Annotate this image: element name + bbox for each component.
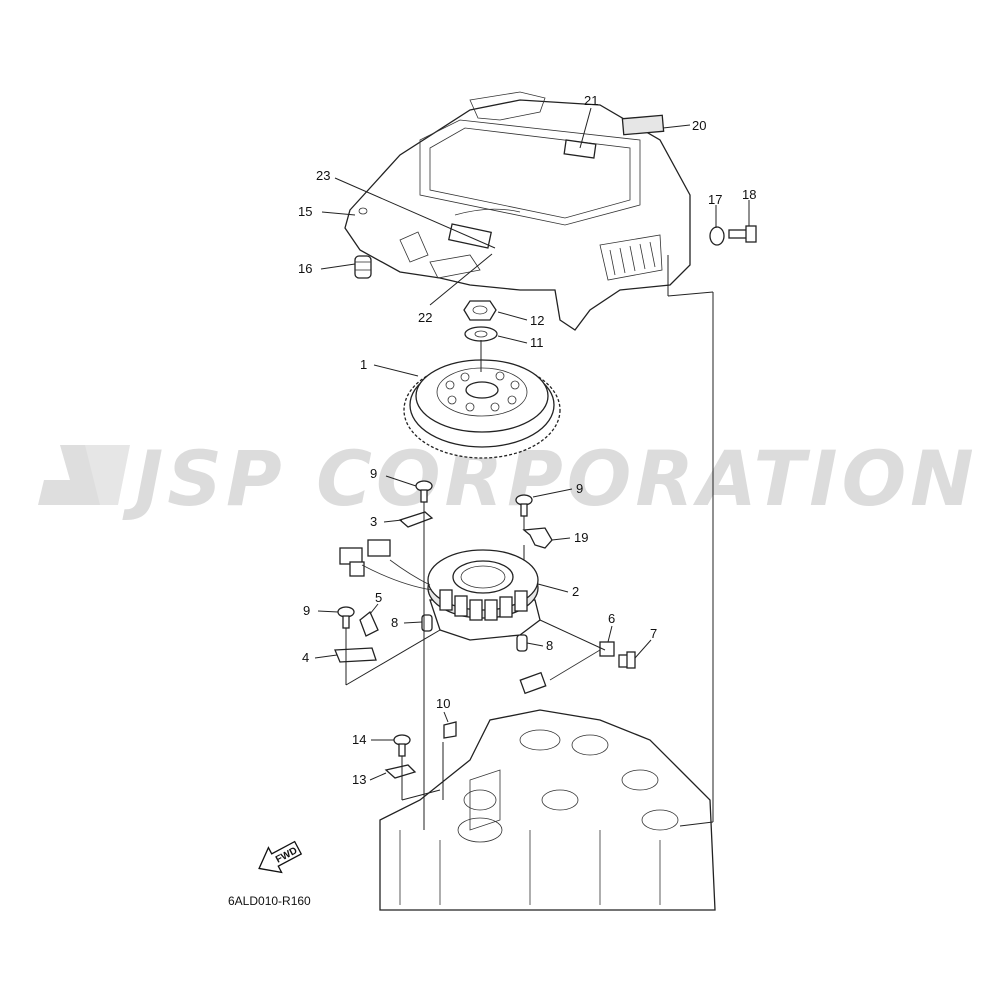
callout-5: 5 bbox=[375, 590, 382, 605]
callout-4: 4 bbox=[302, 650, 309, 665]
callout-9-left: 9 bbox=[303, 603, 310, 618]
callout-1: 1 bbox=[360, 357, 367, 372]
clip-19 bbox=[522, 527, 553, 549]
callout-17: 17 bbox=[708, 192, 722, 207]
callout-18: 18 bbox=[742, 187, 756, 202]
callout-9-top: 9 bbox=[370, 466, 377, 481]
dowel-8-right bbox=[516, 634, 528, 652]
bolt-14 bbox=[393, 734, 411, 757]
bracket-4 bbox=[334, 647, 377, 663]
fwd-arrow-icon: FWD bbox=[258, 840, 303, 874]
figure-code: 6ALD010-R160 bbox=[228, 894, 311, 908]
callout-19: 19 bbox=[574, 530, 588, 545]
flywheel bbox=[403, 359, 561, 459]
watermark: JSP CORPORATION bbox=[38, 434, 978, 523]
holder-5 bbox=[359, 610, 379, 637]
callout-labels: 21 20 23 15 17 18 16 22 12 11 1 9 9 3 19… bbox=[298, 93, 756, 787]
fwd-label: FWD bbox=[274, 845, 299, 865]
callout-16: 16 bbox=[298, 261, 312, 276]
callout-23: 23 bbox=[316, 168, 330, 183]
assembly-lines bbox=[345, 255, 714, 830]
bolt-9-right bbox=[515, 494, 533, 517]
pulser-coil-6 bbox=[519, 641, 615, 695]
bolt-9-left bbox=[337, 606, 355, 629]
label-sticker-20 bbox=[621, 114, 665, 136]
callout-15: 15 bbox=[298, 204, 312, 219]
bolt-18 bbox=[728, 225, 757, 243]
stator-lead-connectors bbox=[339, 539, 433, 591]
engine-block bbox=[379, 709, 716, 911]
callout-9-right: 9 bbox=[576, 481, 583, 496]
callout-3: 3 bbox=[370, 514, 377, 529]
callout-11: 11 bbox=[530, 335, 544, 350]
callout-12: 12 bbox=[530, 313, 544, 328]
flywheel-cover bbox=[344, 91, 691, 331]
washer-11 bbox=[464, 326, 498, 342]
callout-2: 2 bbox=[572, 584, 579, 599]
collar-17 bbox=[709, 226, 725, 246]
woodruff-key-10 bbox=[443, 721, 457, 739]
callout-14: 14 bbox=[352, 732, 366, 747]
leader-lines bbox=[314, 107, 750, 781]
stator bbox=[427, 549, 541, 641]
callout-21: 21 bbox=[584, 93, 598, 108]
callout-22: 22 bbox=[418, 310, 432, 325]
callout-20: 20 bbox=[692, 118, 706, 133]
callout-10: 10 bbox=[436, 696, 450, 711]
callout-6: 6 bbox=[608, 611, 615, 626]
clamp-13 bbox=[384, 764, 417, 779]
bolt-7 bbox=[618, 651, 636, 669]
grommet-16 bbox=[354, 255, 372, 279]
callout-8-right: 8 bbox=[546, 638, 553, 653]
nut-12 bbox=[463, 300, 497, 321]
watermark-text: JSP CORPORATION bbox=[122, 434, 978, 523]
callout-13: 13 bbox=[352, 772, 366, 787]
callout-8-left: 8 bbox=[391, 615, 398, 630]
callout-7: 7 bbox=[650, 626, 657, 641]
